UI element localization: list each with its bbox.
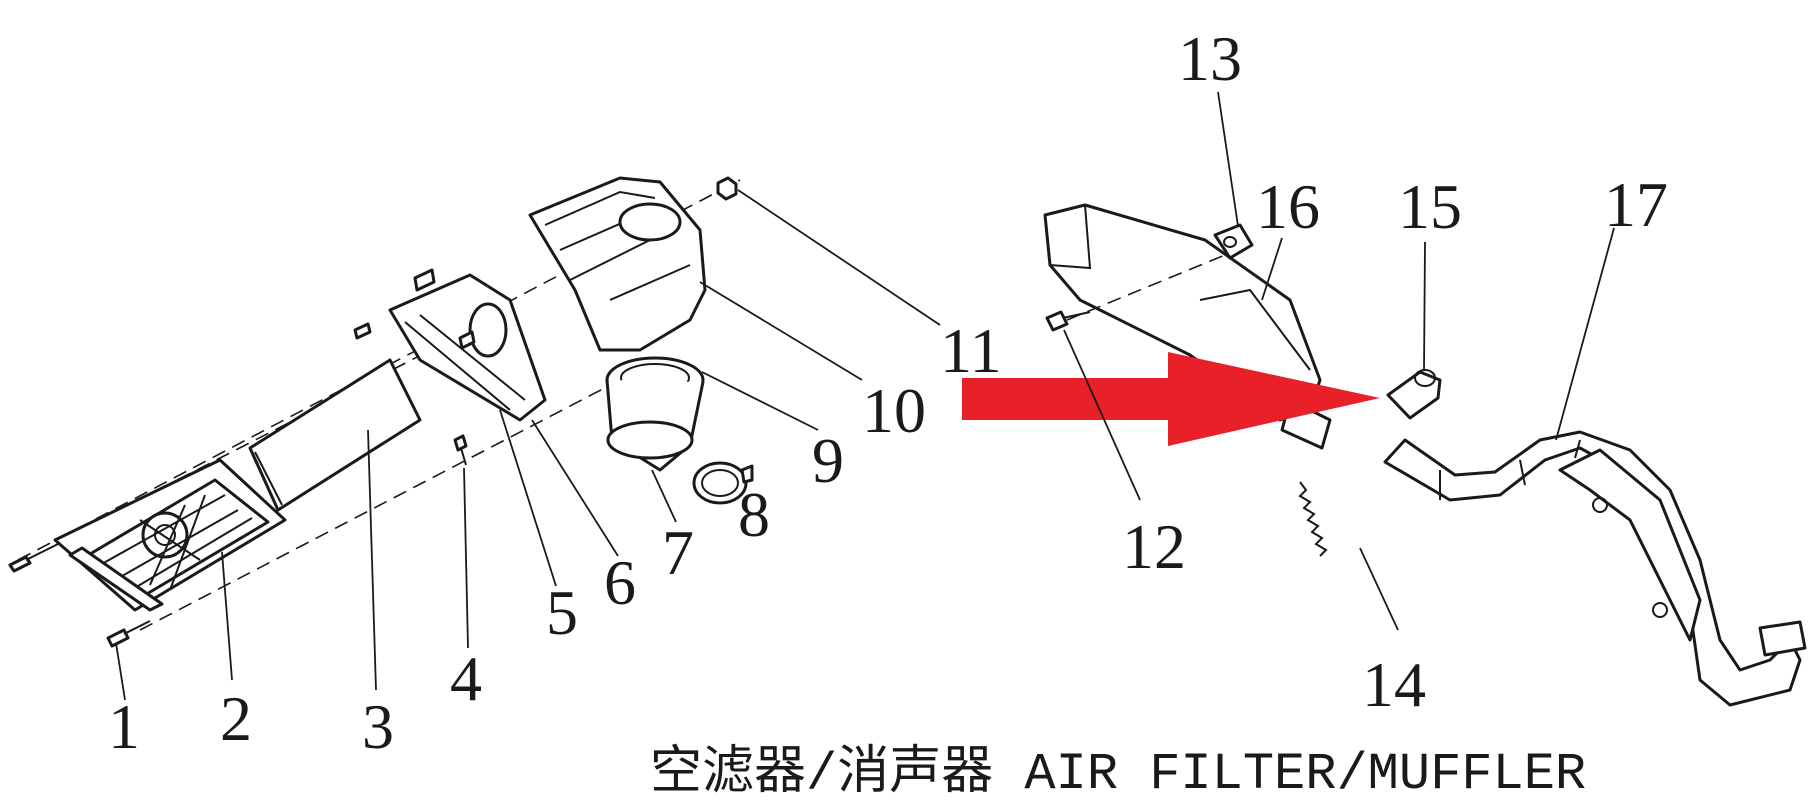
leader-16: [1261, 237, 1283, 301]
diagram-caption: 空滤器/消声器 AIR FILTER/MUFFLER: [650, 743, 1586, 804]
muffler-assembly: [1043, 203, 1807, 707]
callout-14: 14: [1362, 649, 1426, 720]
part-10-air-box-body: [528, 176, 707, 352]
callout-2: 2: [220, 683, 252, 754]
part-5-6-filter-housing: [353, 268, 547, 422]
part-17-header-pipe: [1383, 430, 1807, 707]
leader-2: [221, 551, 233, 681]
leader-5: [499, 409, 557, 587]
assembly-axis-line-lower: [139, 379, 621, 631]
leader-12: [1063, 329, 1141, 501]
callout-3: 3: [362, 691, 394, 762]
callout-4: 4: [450, 643, 482, 714]
part-15-clamp: [1386, 369, 1442, 420]
muffler-bolt-axis-line: [1066, 254, 1226, 321]
callout-10: 10: [862, 375, 926, 446]
callout-9: 9: [812, 425, 844, 496]
leader-14: [1359, 547, 1399, 631]
part-1-screw-upper: [8, 542, 61, 573]
part-2-filter-cover-grille: [53, 458, 287, 612]
leader-1: [115, 642, 126, 701]
part-4-screw: [453, 434, 468, 466]
callout-15: 15: [1398, 171, 1462, 242]
leader-6: [531, 419, 619, 557]
part-12-bolt: [1045, 310, 1091, 332]
part-9-intake-boot: [605, 356, 705, 472]
leader-13: [1217, 91, 1239, 227]
callout-16: 16: [1256, 171, 1320, 242]
part-3-filter-element: [248, 358, 422, 512]
leader-15: [1423, 241, 1426, 371]
leader-7: [651, 469, 677, 523]
callout-13: 13: [1178, 23, 1242, 94]
leader-3: [367, 429, 377, 691]
leader-10: [699, 281, 863, 381]
leader-4: [463, 467, 469, 649]
callout-12: 12: [1122, 511, 1186, 582]
air-filter-assembly: [8, 176, 754, 648]
callout-6: 6: [604, 547, 636, 618]
leader-11: [737, 189, 941, 326]
callout-7: 7: [662, 517, 694, 588]
callout-5: 5: [546, 577, 578, 648]
leader-lines: [115, 91, 1615, 701]
callout-1: 1: [108, 691, 140, 762]
leader-9: [701, 371, 819, 431]
part-1-screw-lower: [106, 620, 151, 648]
direction-arrow: [962, 352, 1380, 446]
part-11-nut: [716, 176, 738, 201]
part-14-spring: [1298, 481, 1328, 557]
callout-17: 17: [1604, 169, 1668, 240]
callout-8: 8: [738, 479, 770, 550]
callout-numbers: 1 2 3 4 5 6 7 8 9 10 11 12 13 14 15 16 1…: [108, 23, 1668, 762]
part-16-muffler-canister: [1043, 203, 1332, 450]
part-8-hose-clamp: [692, 461, 754, 505]
callout-11: 11: [940, 315, 1002, 386]
leader-17: [1555, 227, 1615, 441]
